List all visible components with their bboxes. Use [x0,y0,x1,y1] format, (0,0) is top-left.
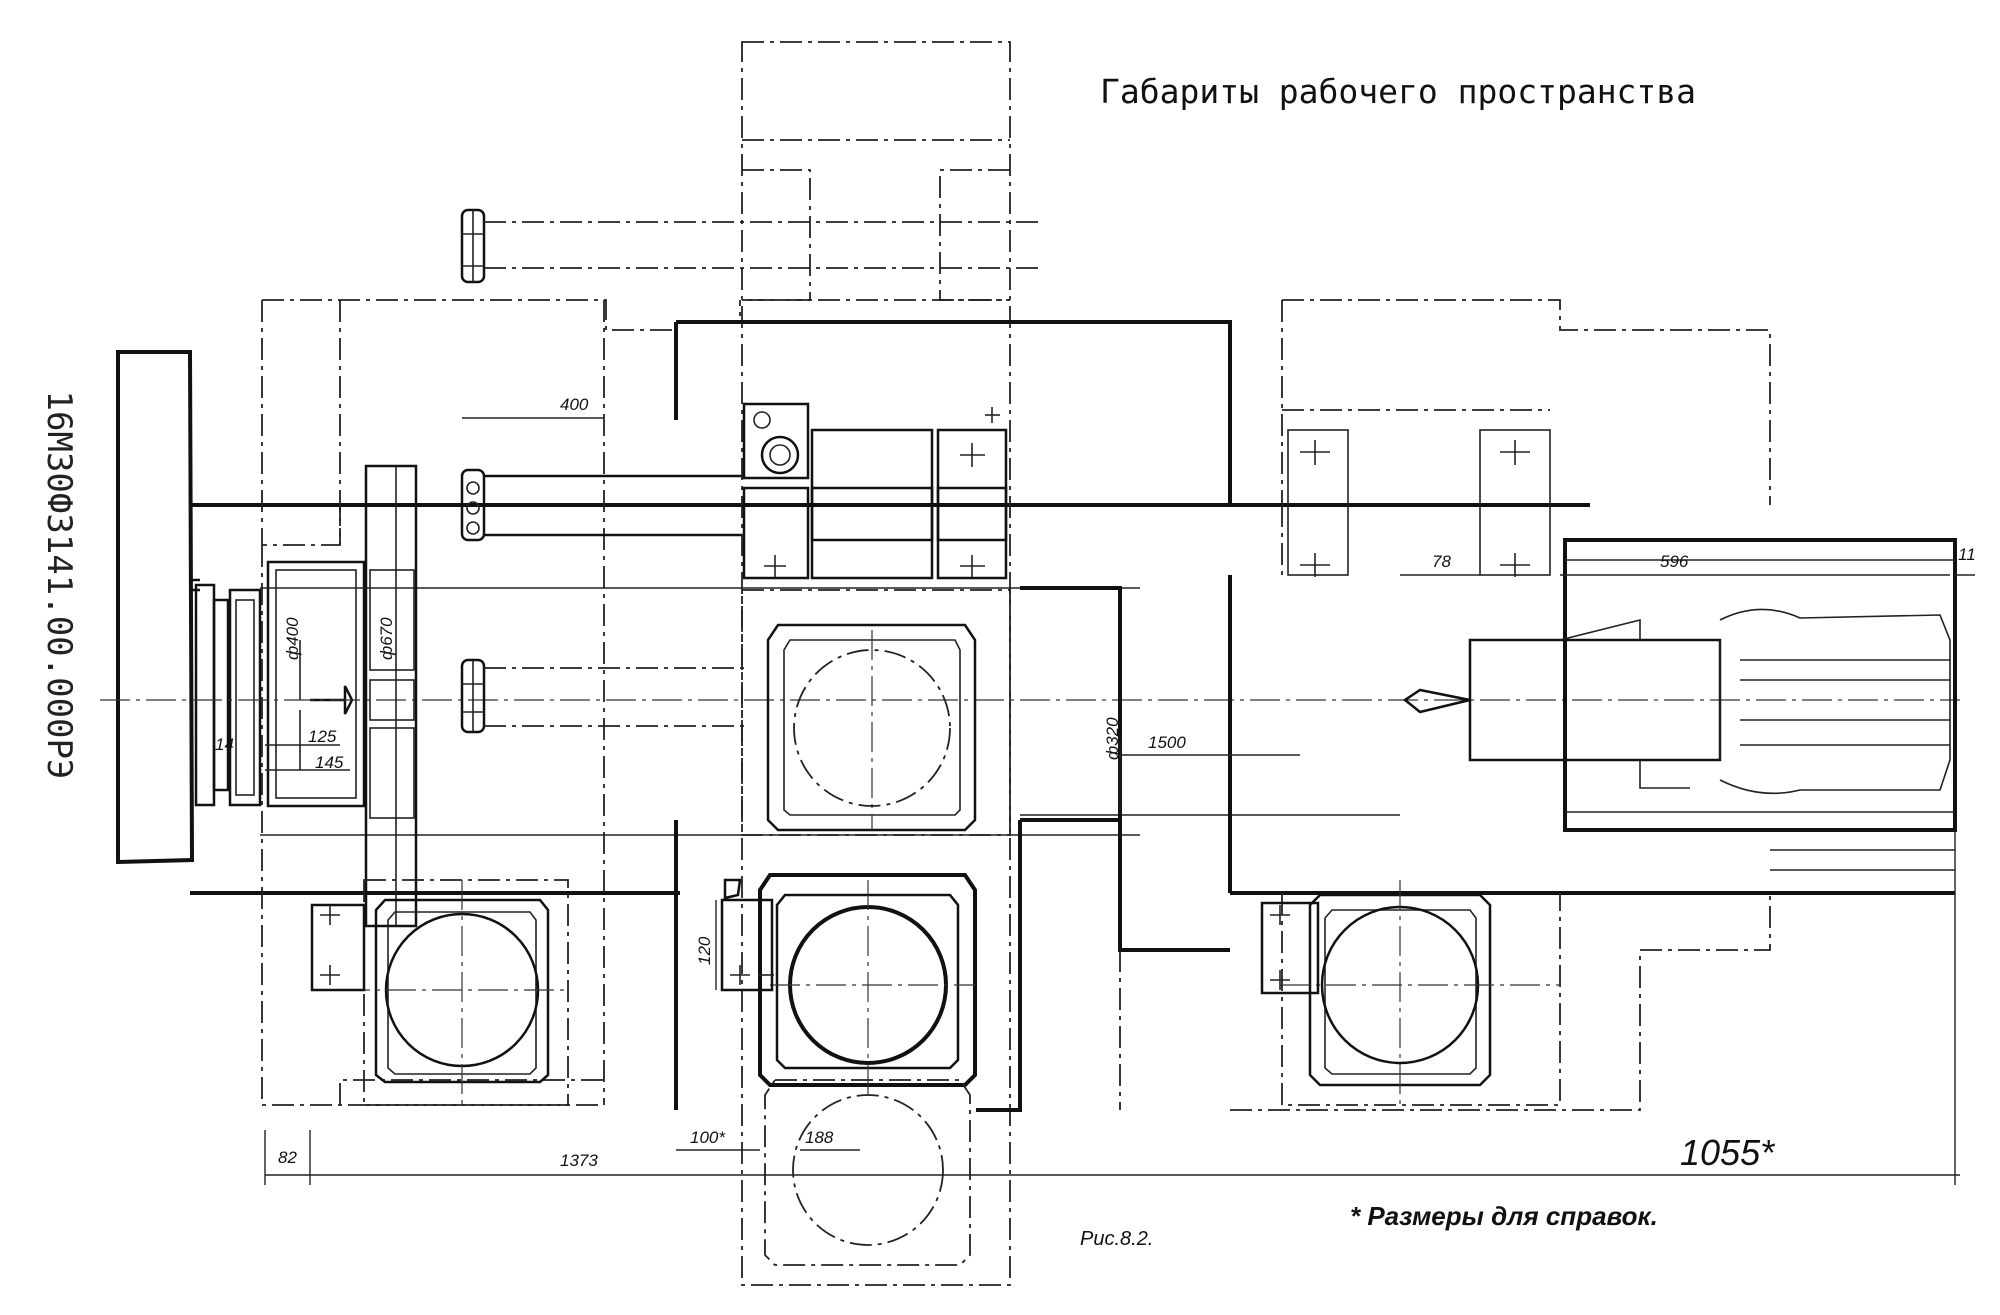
dim-188: 188 [805,1128,834,1147]
turret-center-bottom [764,1079,971,1266]
turret-center-main [720,873,977,1095]
footnote: * Размеры для справок. [1350,1201,1658,1231]
dim-d400: ф400 [283,617,302,660]
turret-right-upper [1281,299,1771,577]
turret-right-lower [1260,880,1561,1106]
dim-d670: ф670 [377,617,396,660]
left-turret-upper [261,299,741,1106]
tailstock [1402,538,1957,871]
central-turret-column [674,41,1232,1286]
turret-left-lower [310,879,570,1106]
turret-center-top [741,589,1011,836]
tool-column [364,464,418,928]
carriage-body [674,575,1771,1112]
machine-bed [190,503,1955,895]
tool-holder-mid-left [460,468,745,542]
dim-d320: ф320 [1103,717,1122,760]
dim-11: 11 [1958,545,1976,564]
drawing-code: 16М30Ф3141.00.000РЭ [39,391,79,780]
chuck [266,560,366,808]
figure-label: Рис.8.2. [1080,1228,1153,1250]
dim-82: 82 [278,1148,297,1167]
dim-78: 78 [1432,552,1451,571]
dim-1373: 1373 [560,1151,598,1170]
tool-holder-upper-left [460,208,1040,284]
dim-1055: 1055* [1680,1132,1775,1173]
dimension-lines [264,417,1975,1185]
dim-596: 596 [1660,552,1689,571]
dim-14: 14 [215,735,234,754]
tool-holder-lower-left [460,658,745,734]
dim-125: 125 [308,727,337,746]
headstock-faceplate [116,350,262,865]
dim-1500: 1500 [1148,733,1186,752]
dim-100: 100* [690,1128,726,1147]
dim-400: 400 [560,395,589,414]
drawing-title: Габариты рабочего пространства [1100,72,1696,111]
dim-120: 120 [695,936,714,965]
dim-145: 145 [315,753,344,772]
